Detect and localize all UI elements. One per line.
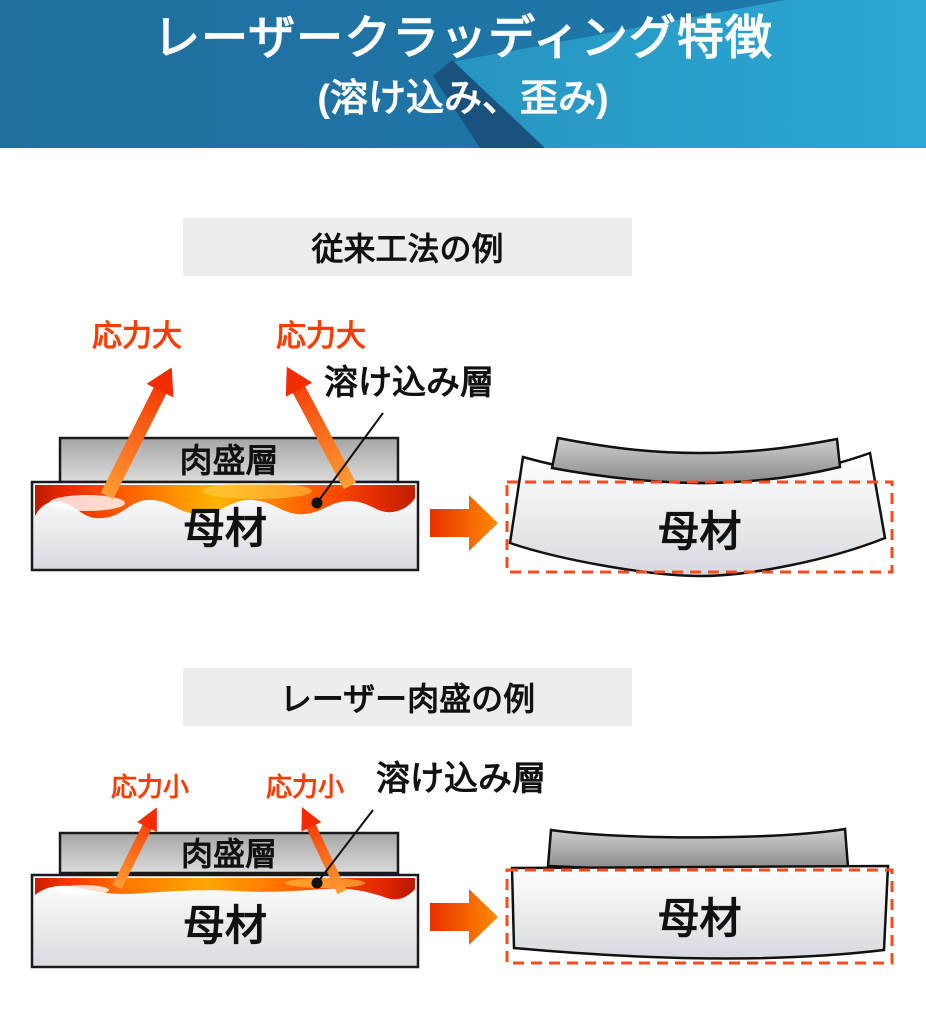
section-1-title: 従来工法の例 — [311, 231, 504, 267]
original-outline-dashed — [505, 480, 894, 574]
after-base-label: 母材 — [657, 508, 742, 555]
page-title: レーザークラッディング特徴 — [153, 11, 773, 64]
melt-white-wave — [57, 885, 109, 895]
melt-glow — [285, 878, 365, 888]
warped-base-shape — [510, 864, 890, 960]
section-1-title-band: 従来工法の例 — [183, 218, 632, 276]
transform-arrow-icon — [430, 495, 498, 551]
section-2-title-band: レーザー肉盛の例 — [183, 668, 632, 726]
stress-label-left: 応力小 — [111, 772, 190, 802]
original-outline-dashed — [505, 868, 894, 965]
melt-leader-dot — [311, 497, 323, 509]
after-base-label: 母材 — [657, 895, 742, 942]
transform-arrow-icon — [430, 889, 498, 945]
header-background — [0, 0, 926, 148]
melt-leader-line — [316, 412, 384, 504]
header-banner: レーザークラッディング特徴 (溶け込み、歪み) — [0, 0, 926, 148]
overlay-layer-box — [58, 831, 400, 875]
melt-pool-shape — [35, 485, 415, 519]
melt-white-wave — [49, 495, 125, 511]
after-diagram-2 — [505, 827, 894, 965]
warped-overlay-shape — [546, 827, 850, 872]
base-material-label: 母材 — [182, 902, 267, 949]
melt-leader-line — [316, 809, 374, 884]
warped-overlay-shape — [550, 436, 842, 485]
melt-layer-label: 溶け込み層 — [324, 364, 494, 402]
overlay-layer-label: 肉盛層 — [180, 836, 277, 872]
stress-arrow-left-icon — [100, 367, 174, 500]
overlay-layer-label: 肉盛層 — [179, 442, 279, 479]
page-subtitle: (溶け込み、歪み) — [317, 78, 609, 120]
section-2-title: レーザー肉盛の例 — [279, 681, 536, 717]
melt-glow — [202, 483, 312, 499]
stress-label-right: 応力小 — [266, 772, 345, 802]
before-diagram-1 — [30, 366, 420, 572]
melt-leader-dot — [311, 877, 323, 889]
header-fold-shadow — [433, 60, 545, 148]
melt-layer-label: 溶け込み層 — [376, 760, 546, 798]
before-diagram-2 — [30, 806, 420, 969]
base-material-label: 母材 — [182, 505, 267, 552]
stress-label-right: 応力大 — [276, 320, 366, 353]
stress-label-left: 応力大 — [92, 320, 182, 353]
stress-arrow-right-icon — [301, 806, 347, 895]
stress-arrow-right-icon — [285, 366, 357, 490]
header-right-panel — [452, 0, 926, 148]
after-diagram-1 — [505, 436, 894, 578]
stress-arrow-left-icon — [112, 807, 157, 890]
